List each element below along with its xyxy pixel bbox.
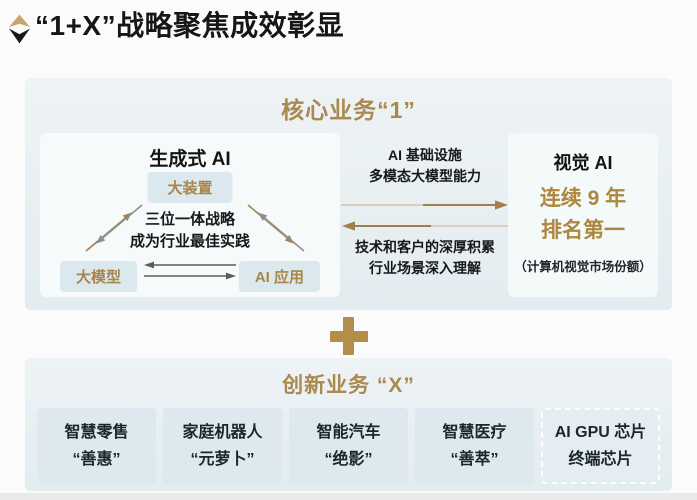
- innovation-items-row: 智慧零售 “善惠” 家庭机器人 “元萝卜” 智能汽车 “绝影” 智慧医疗 “善萃…: [37, 408, 660, 484]
- core-business-panel: 核心业务“1” 生成式 AI 大装置: [25, 78, 672, 310]
- ai-application-pill: AI 应用: [238, 261, 320, 292]
- large-model-pill: 大模型: [60, 261, 138, 292]
- flow-to-gen-line1: 技术和客户的深厚积累: [355, 239, 495, 255]
- innovation-item-smart-auto: 智能汽车 “绝影”: [289, 408, 408, 484]
- item-line1: AI GPU 芯片: [554, 423, 647, 441]
- generative-ai-title: 生成式 AI: [149, 149, 231, 170]
- diagonal-double-arrow-right-icon: [247, 204, 305, 252]
- item-line1: 智慧零售: [64, 423, 129, 441]
- innovation-item-ai-chips: AI GPU 芯片 终端芯片: [541, 408, 660, 484]
- item-line2: “元萝卜”: [190, 451, 255, 468]
- plus-row: [0, 317, 697, 355]
- flow-to-vision-line2: 多模态大模型能力: [369, 168, 481, 184]
- innovation-panel-title: 创新业务 “X”: [282, 374, 415, 397]
- item-line1: 智慧医疗: [442, 423, 507, 441]
- flow-to-gen-text: 技术和客户的深厚积累 行业场景深入理解: [341, 237, 509, 279]
- flow-to-gen-line2: 行业场景深入理解: [369, 260, 481, 276]
- trinity-strategy-text: 三位一体战略 成为行业最佳实践: [40, 209, 340, 253]
- bottom-edge-strip: [0, 493, 697, 500]
- trinity-strategy-line2: 成为行业最佳实践: [129, 232, 250, 250]
- item-line2: 终端芯片: [568, 451, 633, 468]
- vision-ranking-line2: 排名第一: [541, 218, 625, 242]
- vision-ai-box: 视觉 AI 连续 9 年 排名第一 （计算机视觉市场份额）: [508, 133, 658, 297]
- diagonal-double-arrow-left-icon: [85, 204, 143, 252]
- page-header: “1+X”战略聚焦成效彰显: [8, 8, 344, 44]
- generative-ai-box: 生成式 AI 大装置: [40, 133, 340, 297]
- vision-ranking-text: 连续 9 年 排名第一: [508, 183, 658, 246]
- item-line2: “善萃”: [450, 451, 499, 468]
- flow-to-vision-line1: AI 基础设施: [388, 147, 462, 163]
- vision-market-share-note: （计算机视觉市场份额）: [514, 260, 652, 274]
- innovation-item-smart-health: 智慧医疗 “善萃”: [415, 408, 534, 484]
- item-line2: “绝影”: [324, 451, 373, 468]
- sensecore-pill: 大装置: [147, 172, 233, 203]
- innovation-item-home-robot: 家庭机器人 “元萝卜”: [163, 408, 282, 484]
- item-line1: 智能汽车: [316, 423, 381, 441]
- page-title: “1+X”战略聚焦成效彰显: [35, 10, 345, 41]
- core-panel-title: 核心业务“1”: [281, 97, 416, 123]
- flow-to-vision-text: AI 基础设施 多模态大模型能力: [341, 145, 509, 187]
- innovation-business-panel: 创新业务 “X” 智慧零售 “善惠” 家庭机器人 “元萝卜” 智能汽车 “绝影”…: [25, 358, 672, 491]
- diamond-logo-icon: [8, 14, 31, 44]
- item-line2: “善惠”: [72, 451, 121, 468]
- item-line1: 家庭机器人: [182, 423, 263, 441]
- horizontal-double-arrow-icon: [144, 261, 236, 280]
- trinity-strategy-line1: 三位一体战略: [144, 211, 235, 228]
- arrow-left-icon: [342, 221, 509, 231]
- vision-ranking-line1: 连续 9 年: [539, 187, 627, 210]
- innovation-item-smart-retail: 智慧零售 “善惠”: [37, 408, 156, 484]
- vision-ai-title: 视觉 AI: [553, 153, 613, 173]
- plus-icon: [329, 317, 368, 355]
- arrow-right-icon: [341, 200, 508, 210]
